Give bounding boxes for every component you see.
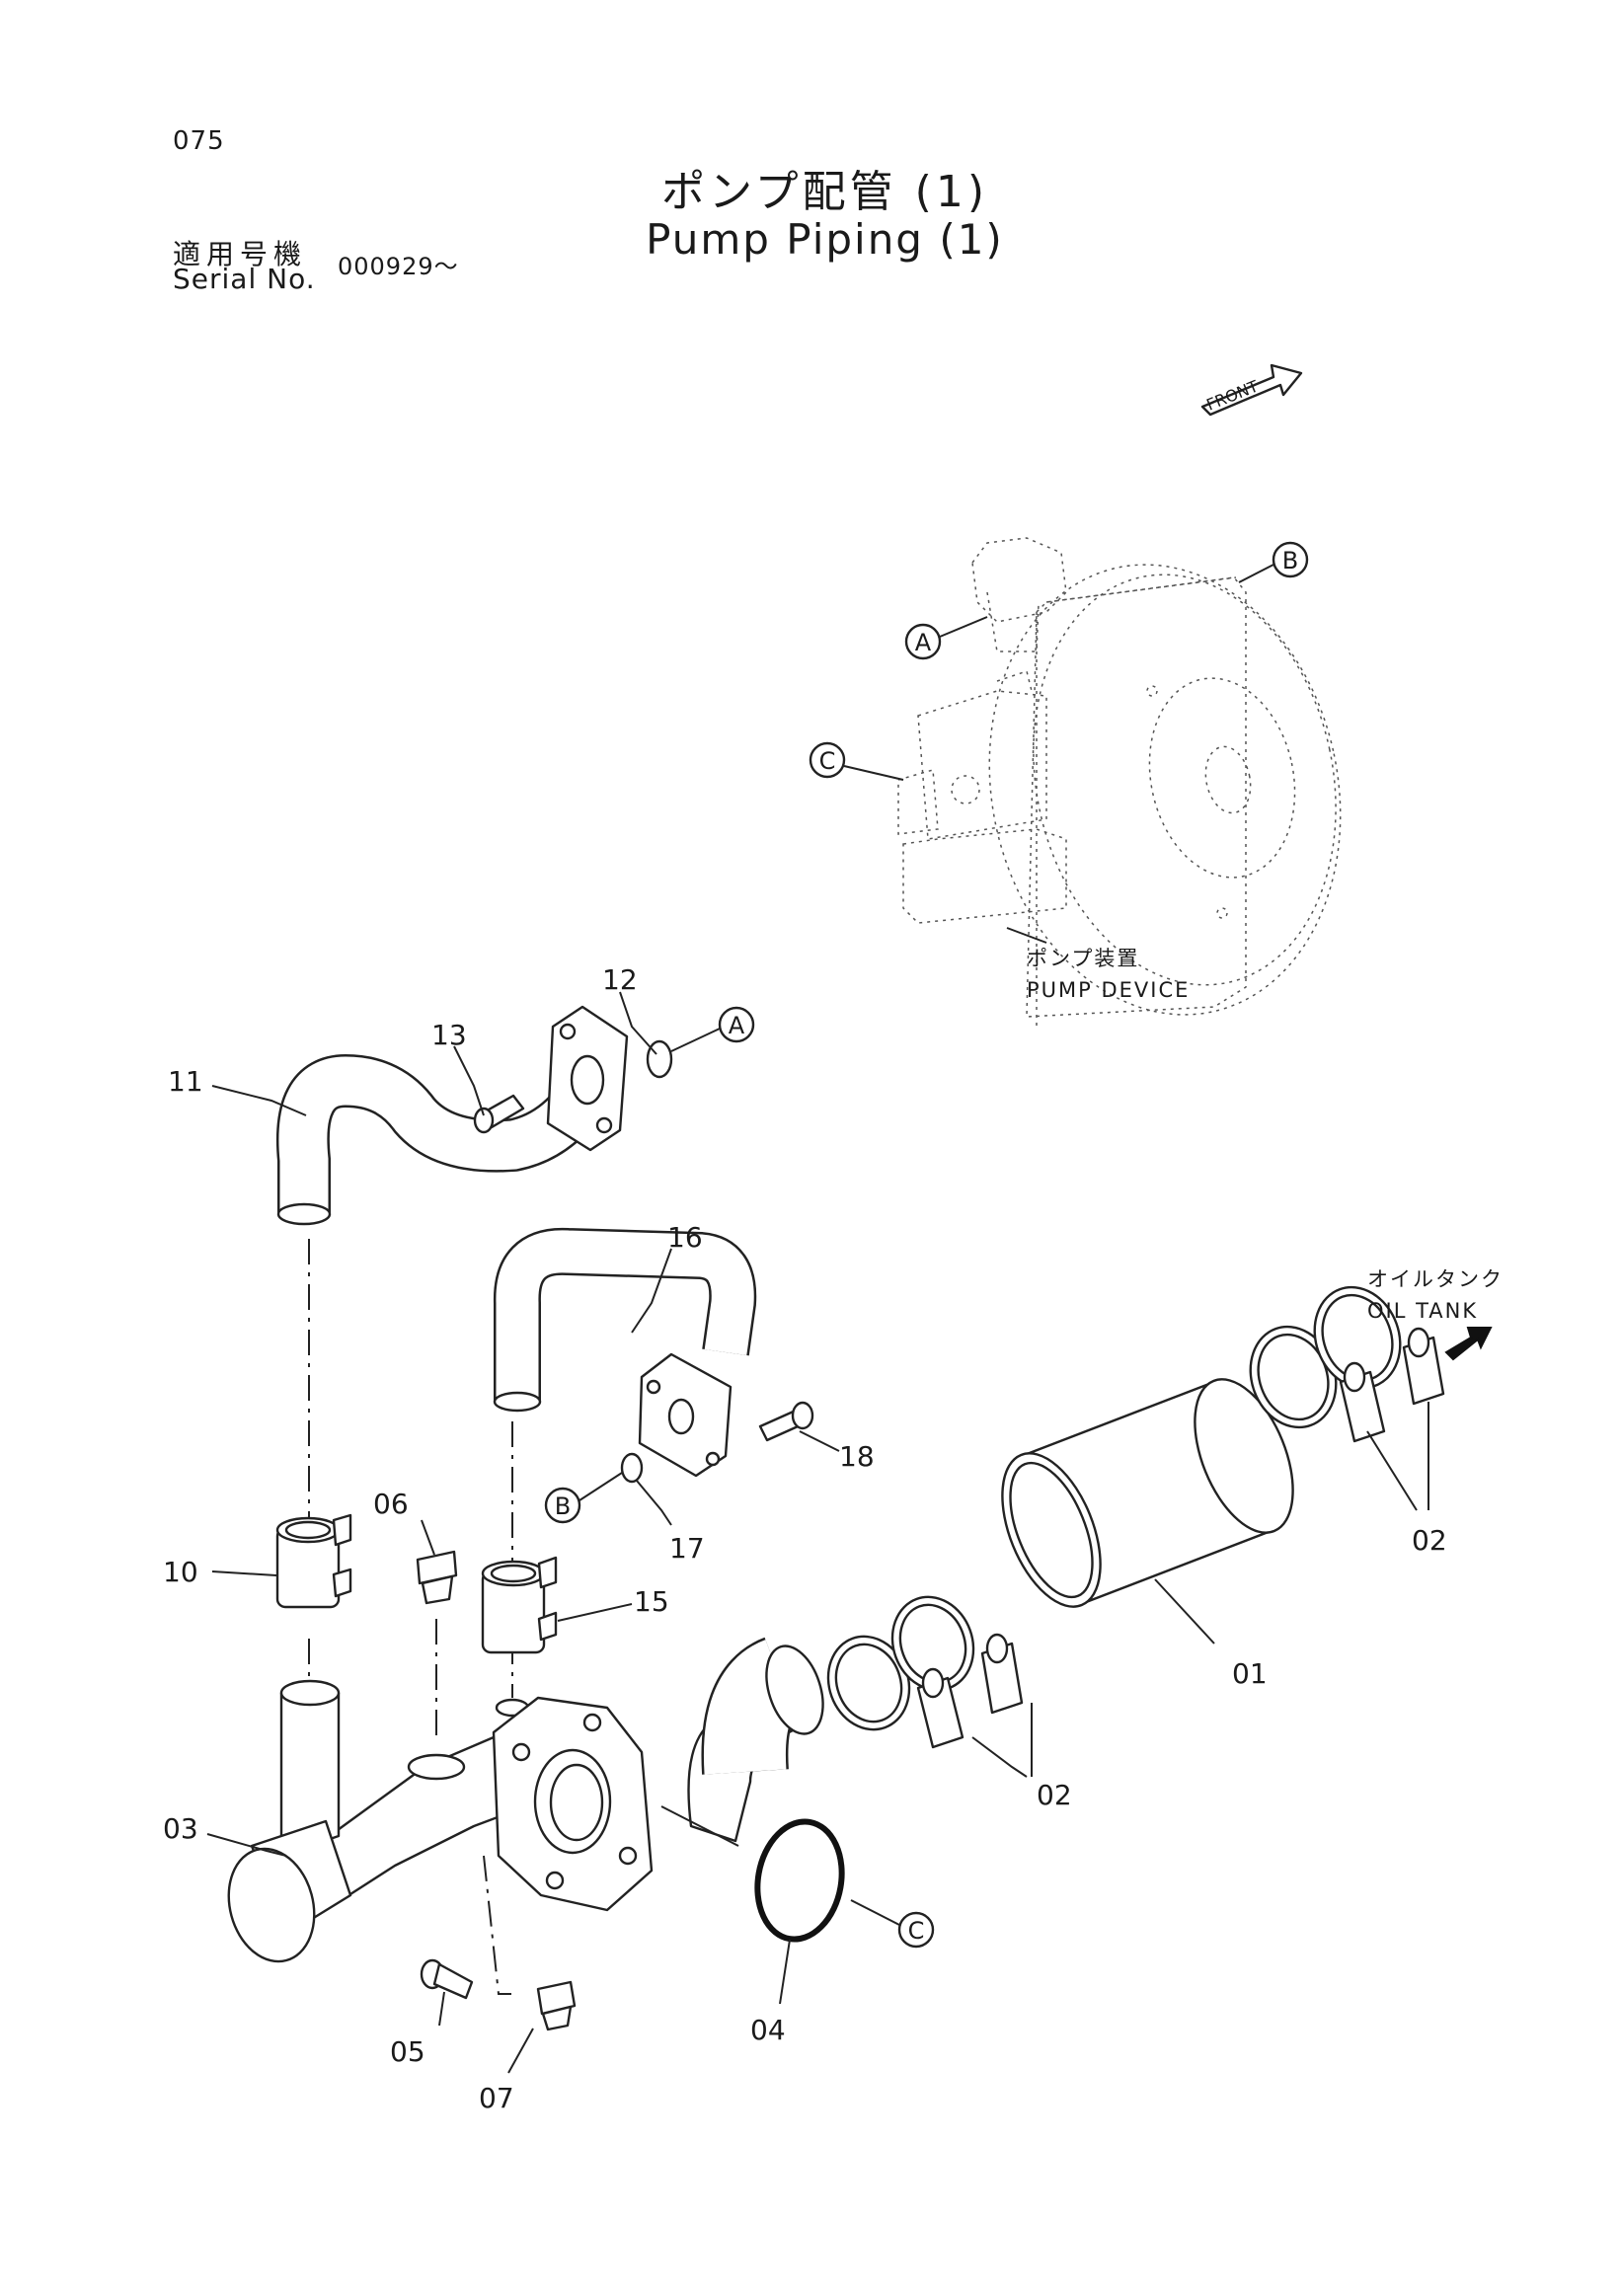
manifold-03 bbox=[227, 1637, 824, 1963]
plug-07 bbox=[536, 1980, 577, 2031]
pipe-11 bbox=[276, 1005, 629, 1226]
bolt-05 bbox=[420, 1958, 474, 2000]
part-label-12: 12 bbox=[602, 963, 638, 996]
plug-06 bbox=[416, 1550, 458, 1605]
oring-12 bbox=[646, 1039, 673, 1079]
hose-clamp-10 bbox=[275, 1513, 352, 1609]
ref-c-pump: C bbox=[809, 741, 904, 781]
part-label-17: 17 bbox=[669, 1532, 705, 1565]
part-label-10: 10 bbox=[163, 1556, 198, 1588]
part-label-18: 18 bbox=[839, 1440, 875, 1473]
part-number-labels: 11 13 12 16 18 17 06 10 15 03 04 05 07 0… bbox=[163, 963, 1447, 2114]
part-label-02-middle: 02 bbox=[1037, 1779, 1072, 1811]
oring-04 bbox=[754, 1818, 845, 1943]
part-label-04: 04 bbox=[750, 2014, 786, 2046]
oil-tank-caption-jp: オイルタンク bbox=[1367, 1267, 1504, 1291]
part-label-05: 05 bbox=[390, 2035, 425, 2068]
front-arrow-icon: FRONT bbox=[1200, 363, 1303, 417]
ref-b-pump: B bbox=[1238, 541, 1309, 583]
serial-number-value: 000929～ bbox=[338, 253, 459, 280]
oil-tank-caption-en: OIL TANK bbox=[1367, 1299, 1478, 1323]
front-label: FRONT bbox=[1203, 377, 1261, 415]
part-label-02-upper: 02 bbox=[1412, 1524, 1447, 1557]
hose-clamp-02-upper bbox=[1249, 1285, 1445, 1443]
svg-text:A: A bbox=[729, 1012, 745, 1039]
bolt-18 bbox=[758, 1401, 814, 1442]
oring-17 bbox=[620, 1452, 644, 1484]
serial-label-english: Serial No. bbox=[173, 263, 316, 295]
serial-label-japanese: 適用号機 bbox=[173, 238, 308, 270]
title-english: Pump Piping (1) bbox=[646, 215, 1004, 264]
leader-lines bbox=[206, 991, 1429, 2074]
part-label-15: 15 bbox=[634, 1585, 669, 1618]
oil-tank-arrow-icon bbox=[1444, 1327, 1493, 1361]
part-label-16: 16 bbox=[667, 1221, 703, 1254]
centerline-05 bbox=[483, 1855, 511, 1995]
part-label-13: 13 bbox=[431, 1019, 467, 1051]
pump-device-caption-en: PUMP DEVICE bbox=[1027, 978, 1190, 1002]
svg-text:B: B bbox=[555, 1492, 571, 1520]
pump-device-caption-jp: ポンプ装置 bbox=[1027, 947, 1139, 970]
pipe-16 bbox=[493, 1227, 757, 1478]
page-number: 075 bbox=[173, 126, 225, 156]
part-label-03: 03 bbox=[163, 1812, 198, 1845]
svg-text:C: C bbox=[819, 747, 836, 775]
ref-b-pipe: B bbox=[544, 1472, 623, 1524]
title-japanese: ポンプ配管 (1) bbox=[661, 167, 988, 217]
part-label-11: 11 bbox=[168, 1065, 203, 1098]
svg-text:B: B bbox=[1282, 547, 1298, 574]
part-label-07: 07 bbox=[479, 2082, 514, 2114]
svg-text:A: A bbox=[915, 629, 932, 656]
ref-c-oring: C bbox=[850, 1899, 935, 1949]
hose-clamp-15 bbox=[481, 1556, 558, 1654]
ref-a-pipe: A bbox=[670, 1006, 755, 1052]
hose-clamp-02-middle bbox=[826, 1595, 1024, 1749]
part-label-06: 06 bbox=[373, 1488, 409, 1520]
ref-a-pump: A bbox=[904, 616, 988, 660]
bolt-13 bbox=[473, 1094, 525, 1134]
pump-device: ポンプ装置 PUMP DEVICE bbox=[897, 537, 1342, 1027]
svg-text:C: C bbox=[908, 1917, 925, 1945]
hose-01 bbox=[1001, 1378, 1294, 1608]
part-label-01: 01 bbox=[1232, 1657, 1268, 1690]
